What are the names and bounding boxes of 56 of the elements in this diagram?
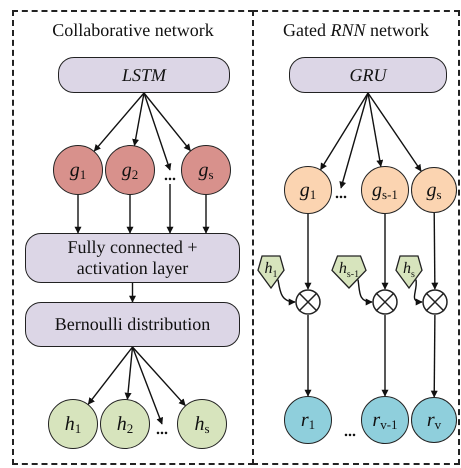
multiply-circle (372, 289, 398, 315)
arrow (74, 195, 82, 234)
variable-circle: h$_{1}$ (48, 399, 98, 449)
ellipsis: ... (331, 188, 351, 202)
variable-circle: g$_{s}$ (411, 167, 457, 213)
arrow (132, 92, 145, 146)
variable-circle: r$_{v}$ (411, 397, 457, 443)
arrow (431, 213, 438, 290)
hidden-state-pentagon: h$_{s-1}$ (331, 255, 367, 289)
arrow (94, 92, 145, 152)
arrow (132, 346, 164, 425)
arrow (320, 92, 369, 170)
arrow (367, 92, 384, 168)
layer-box: Bernoulli distribution (25, 302, 240, 347)
arrow (304, 315, 312, 397)
layer-box: GRU (289, 57, 447, 93)
arrow (357, 280, 373, 306)
arrow (304, 214, 312, 290)
arrow (277, 280, 296, 306)
hidden-state-pentagon: h$_{s}$ (395, 255, 423, 289)
arrow (143, 92, 191, 152)
arrow (143, 92, 172, 171)
arrow (129, 283, 136, 303)
panel-heading: Collaborative network (51, 20, 215, 41)
hidden-state-pentagon: h$_{1}$ (257, 255, 285, 289)
ellipsis: ... (160, 170, 180, 184)
ellipsis: ... (152, 424, 172, 438)
multiply-circle (295, 289, 321, 315)
layer-box: LSTM (58, 57, 230, 93)
arrow (126, 195, 134, 234)
arrow (382, 315, 388, 397)
variable-circle: h$_{s}$ (177, 399, 227, 449)
arrow (430, 315, 438, 398)
arrow (202, 195, 210, 234)
variable-circle: h$_{2}$ (100, 399, 150, 449)
variable-circle: r$_{v-1}$ (361, 396, 409, 444)
variable-circle: g$_{2}$ (105, 145, 155, 195)
layer-box: Fully connected + activation layer (25, 233, 240, 283)
multiply-circle (422, 289, 448, 315)
arrow (367, 92, 422, 172)
arrow (414, 280, 423, 306)
ellipsis: ... (344, 423, 356, 441)
variable-circle: g$_{s}$ (181, 145, 231, 195)
dashed-panel (252, 10, 460, 465)
variable-circle: g$_{1}$ (53, 145, 103, 195)
variable-circle: g$_{s-1}$ (361, 166, 409, 214)
panel-heading: Gated RNN network (282, 20, 430, 41)
dashed-panel (12, 10, 254, 465)
arrow (339, 92, 369, 189)
variable-circle: g$_{1}$ (284, 166, 332, 214)
arrow (132, 346, 186, 406)
arrow (124, 346, 134, 400)
arrow (88, 346, 134, 405)
arrow (166, 184, 174, 234)
variable-circle: r$_{1}$ (284, 396, 332, 444)
arrow (382, 214, 388, 290)
